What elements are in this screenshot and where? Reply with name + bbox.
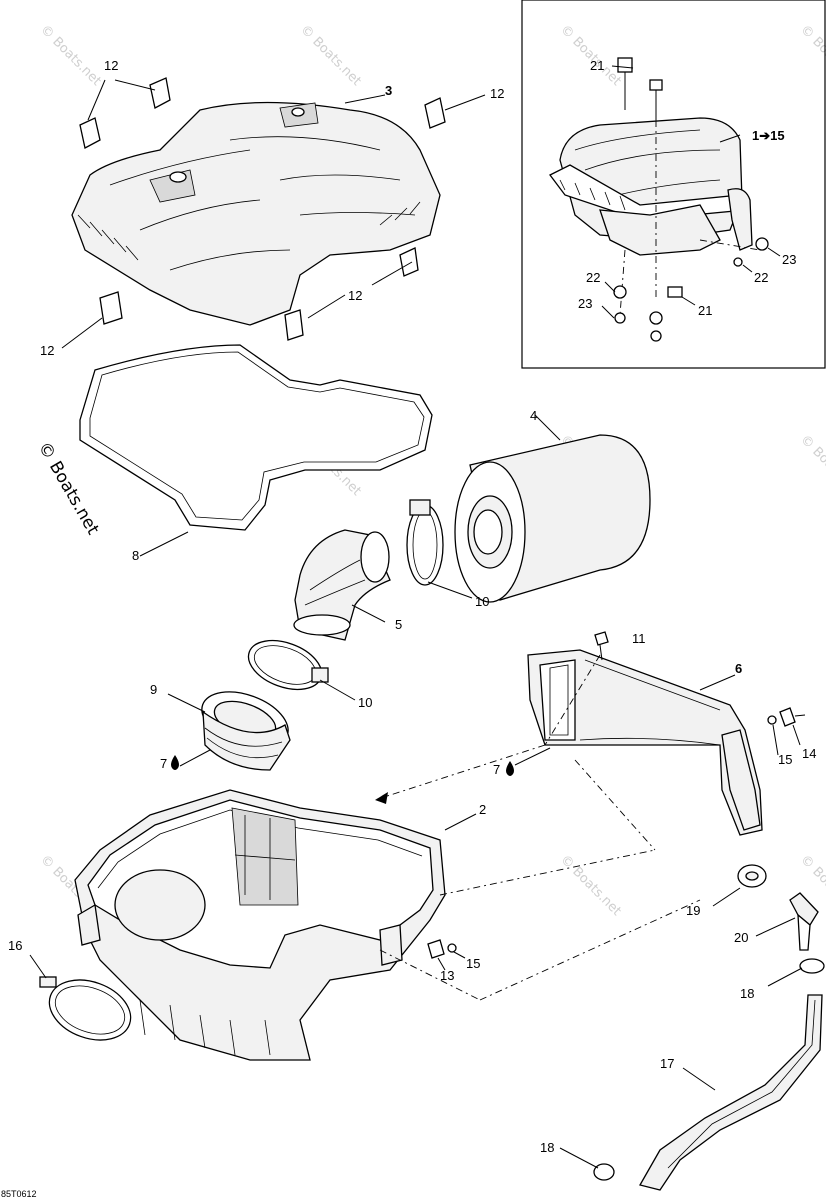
inset-assembled-view — [521, 0, 826, 369]
clips-12 — [61, 77, 486, 349]
intake-elbow — [293, 529, 391, 641]
callout-1-15: 1➔15 — [752, 128, 785, 143]
callout-9: 9 — [150, 682, 157, 697]
oil-drop-icon — [171, 755, 179, 770]
callout-15: 15 — [466, 956, 480, 971]
callout-10: 10 — [358, 695, 372, 710]
callout-23: 23 — [782, 252, 796, 267]
clamp-16 — [29, 954, 132, 1041]
upper-airbox-cover — [71, 101, 441, 326]
watermark: © Boats.net — [37, 22, 104, 89]
callout-7: 7 — [493, 762, 500, 777]
drain-hose-assembly — [559, 864, 825, 1191]
callout-12: 12 — [104, 58, 118, 73]
lower-airbox — [74, 744, 701, 1061]
callout-20: 20 — [734, 930, 748, 945]
clamp-lower — [247, 639, 356, 701]
support-bracket — [514, 649, 763, 836]
callout-16: 16 — [8, 938, 22, 953]
watermark: © Boats.net — [797, 432, 826, 499]
callout-5: 5 — [395, 617, 402, 632]
callout-6: 6 — [735, 661, 742, 676]
watermark-main: © Boats.net — [34, 439, 103, 539]
oil-drop-icons — [171, 755, 514, 776]
callout-17: 17 — [660, 1056, 674, 1071]
drain-screw — [427, 939, 466, 971]
callout-18: 18 — [740, 986, 754, 1001]
watermark: © Boats.net — [297, 22, 364, 89]
callout-13: 13 — [440, 968, 454, 983]
callout-10: 10 — [475, 594, 489, 609]
callout-21: 21 — [698, 303, 712, 318]
callout-7: 7 — [160, 756, 167, 771]
air-filter — [454, 414, 651, 603]
watermark: © Boats.net — [557, 852, 624, 919]
watermark: © Boats.net — [797, 22, 826, 89]
rubber-boot — [167, 691, 291, 771]
callout-19: 19 — [686, 903, 700, 918]
callout-labels: 3 12 12 12 12 8 4 10 5 10 9 7 7 11 6 14 … — [1, 58, 816, 1199]
callout-12: 12 — [490, 86, 504, 101]
watermark: © Boats.net — [557, 22, 624, 89]
callout-2: 2 — [479, 802, 486, 817]
callout-15: 15 — [778, 752, 792, 767]
callout-8: 8 — [132, 548, 139, 563]
callout-21: 21 — [590, 58, 604, 73]
callout-4: 4 — [530, 408, 537, 423]
oil-drop-icon — [506, 761, 514, 776]
callout-3: 3 — [385, 83, 392, 98]
callout-12: 12 — [40, 343, 54, 358]
callout-12: 12 — [348, 288, 362, 303]
gasket — [79, 344, 433, 557]
callout-22: 22 — [754, 270, 768, 285]
callout-22: 22 — [586, 270, 600, 285]
clamp-upper — [406, 499, 473, 599]
callout-11: 11 — [632, 631, 646, 646]
callout-14: 14 — [802, 746, 816, 761]
callout-18: 18 — [540, 1140, 554, 1155]
callout-23: 23 — [578, 296, 592, 311]
drawing-code: 85T0612 — [1, 1189, 37, 1199]
fasteners — [544, 631, 806, 756]
